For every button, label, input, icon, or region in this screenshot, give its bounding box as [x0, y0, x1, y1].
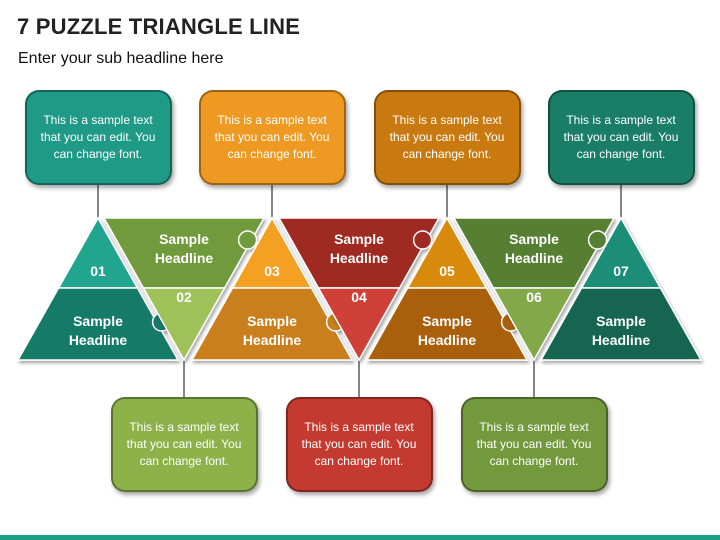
triangle-headline: Sample — [422, 313, 472, 329]
text-box-04: This is a sample text that you can edit.… — [285, 397, 433, 492]
triangle-headline: Headline — [243, 332, 302, 348]
puzzle-triangle-06 — [452, 217, 616, 362]
puzzle-triangle-02 — [102, 217, 266, 362]
triangle-headline: Sample — [334, 231, 384, 247]
text-box-05: This is a sample text that you can edit.… — [373, 90, 521, 185]
triangle-headline-section — [539, 287, 703, 361]
triangle-headline: Headline — [330, 250, 389, 266]
puzzle-knob — [412, 230, 433, 250]
puzzle-triangle-04 — [277, 217, 441, 362]
page-subtitle: Enter your sub headline here — [18, 50, 224, 67]
triangle-number: 05 — [439, 263, 455, 279]
triangle-number-section — [317, 287, 401, 362]
puzzle-triangle-01 — [16, 216, 180, 361]
puzzle-triangle-03 — [190, 216, 354, 361]
triangle-headline: Sample — [509, 231, 559, 247]
puzzle-triangle-07 — [539, 216, 703, 361]
triangle-headline: Headline — [592, 332, 651, 348]
triangle-headline-section — [16, 287, 180, 361]
text-box-06: This is a sample text that you can edit.… — [460, 397, 608, 492]
triangle-headline: Headline — [155, 250, 214, 266]
puzzle-knob — [587, 230, 608, 250]
triangle-headline: Headline — [69, 332, 128, 348]
triangle-headline: Sample — [159, 231, 209, 247]
triangle-number: 04 — [351, 289, 367, 305]
triangle-number: 03 — [264, 263, 280, 279]
text-box-07: This is a sample text that you can edit.… — [547, 90, 695, 185]
triangle-headline: Headline — [418, 332, 477, 348]
triangle-number: 02 — [176, 289, 192, 305]
text-box-03: This is a sample text that you can edit.… — [198, 90, 346, 185]
puzzle-triangle-05 — [365, 216, 529, 361]
text-box-02: This is a sample text that you can edit.… — [110, 397, 258, 492]
triangle-headline-section — [190, 287, 354, 361]
triangle-headline: Sample — [73, 313, 123, 329]
triangle-number: 01 — [90, 263, 106, 279]
triangle-headline: Sample — [596, 313, 646, 329]
page-title: 7 PUZZLE TRIANGLE LINE — [17, 14, 301, 39]
triangle-number: 06 — [526, 289, 542, 305]
triangle-headline: Headline — [505, 250, 564, 266]
puzzle-knob — [237, 230, 258, 250]
text-box-01: This is a sample text that you can edit.… — [24, 90, 172, 185]
triangle-number: 07 — [613, 263, 629, 279]
triangle-number-section — [492, 287, 576, 362]
triangle-headline: Sample — [247, 313, 297, 329]
triangle-headline-section — [365, 287, 529, 361]
triangle-number-section — [142, 287, 226, 362]
bottom-accent-bar — [0, 535, 720, 540]
